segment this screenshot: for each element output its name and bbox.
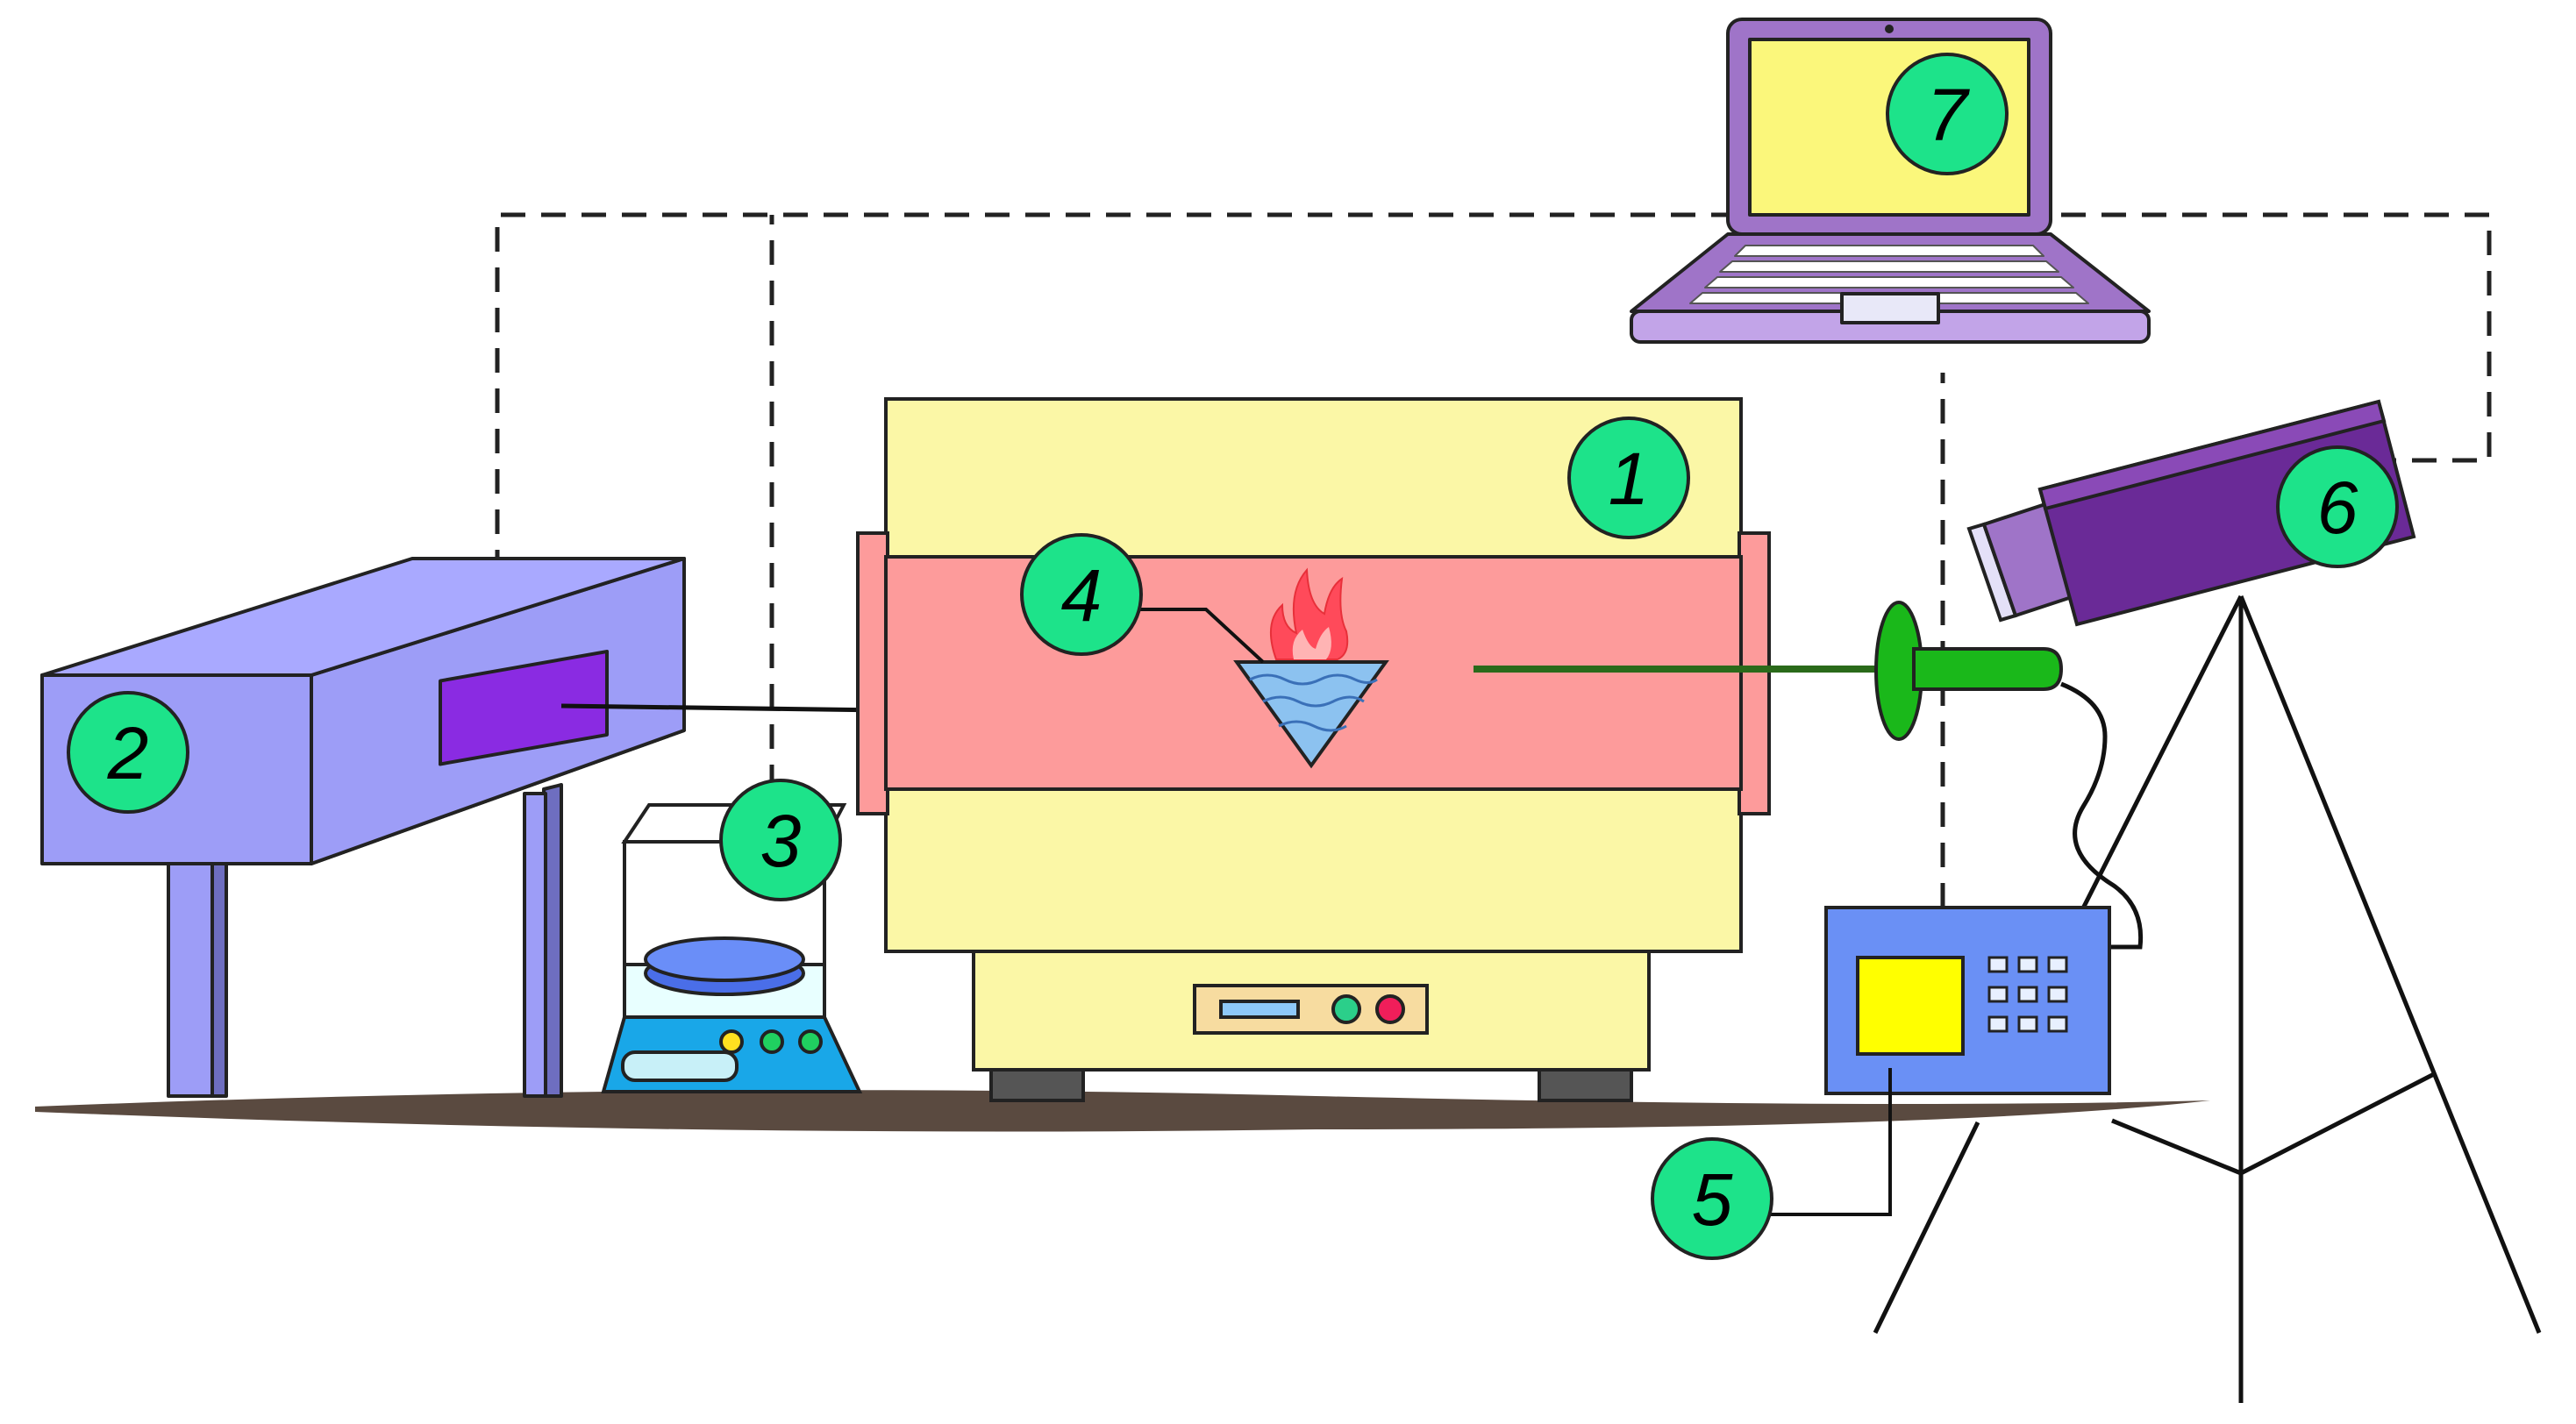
- spectrometer-leg-right: [523, 792, 547, 1098]
- tripod-leg-left-lower: [1873, 1121, 1980, 1335]
- spectrometer-leg-left: [167, 853, 214, 1098]
- badge-thermocouple-reader-label: 5: [1692, 1158, 1733, 1241]
- badge-laptop: 7: [1886, 53, 2009, 175]
- balance-pan: [644, 936, 805, 982]
- balance-button-green-1: [760, 1029, 784, 1054]
- thermocouple-cable: [2060, 681, 2144, 950]
- badge-furnace: 1: [1567, 417, 1690, 539]
- floor: [35, 1090, 2210, 1132]
- tripod-leg-right: [2238, 595, 2542, 1334]
- thermocouple-reader: [1824, 906, 2111, 1095]
- camera: [1966, 399, 2416, 627]
- badge-spectrometer-label: 2: [107, 712, 149, 794]
- furnace-lower-body: [884, 787, 1743, 953]
- badge-balance: 3: [719, 779, 842, 901]
- crucible-body: [1233, 660, 1389, 769]
- furnace-control-slot: [1219, 1000, 1300, 1019]
- badge-laptop-label: 7: [1927, 74, 1971, 156]
- furnace-button-red: [1375, 994, 1405, 1024]
- badge-spectrometer: 2: [67, 691, 189, 814]
- badge-balance-label: 3: [760, 800, 802, 882]
- laptop-keyboard: [1689, 245, 2089, 304]
- dashed-line-camera: [2061, 212, 2492, 463]
- camera-body-top: [2037, 399, 2387, 511]
- tube-flange-left: [856, 531, 889, 815]
- balance-button-green-2: [798, 1029, 823, 1054]
- badge-camera: 6: [2276, 445, 2399, 568]
- spectrometer-window: [439, 649, 609, 766]
- badge-camera-label: 6: [2317, 466, 2358, 549]
- crucible-liquid-wave-3: [1278, 720, 1347, 732]
- crucible-liquid-wave: [1249, 673, 1378, 686]
- balance: [601, 803, 863, 1093]
- furnace-button-green: [1331, 994, 1361, 1024]
- crucible-liquid-wave-2: [1262, 695, 1365, 708]
- thermocouple-handle: [1912, 647, 2064, 691]
- badge-crucible: 4: [1020, 533, 1143, 656]
- spectrometer-top-face: [40, 557, 686, 677]
- crucible-leader: [1140, 608, 1265, 664]
- spectrometer: [40, 557, 686, 1098]
- badge-furnace-label: 1: [1609, 438, 1650, 520]
- badge-thermocouple-reader: 5: [1651, 1137, 1773, 1260]
- crucible: [1233, 567, 1389, 769]
- balance-display: [621, 1050, 739, 1082]
- dashed-line-spectrometer: [495, 212, 1750, 574]
- reader-leader: [1765, 1068, 1892, 1216]
- laptop-webcam: [1885, 25, 1894, 33]
- tripod-brace-right: [2239, 1072, 2436, 1176]
- reader-keypad: [1987, 956, 2068, 1033]
- reader-screen: [1856, 956, 1965, 1056]
- flame-inner: [1292, 627, 1331, 659]
- dashed-connections: [495, 212, 2492, 908]
- laptop-touchpad: [1840, 292, 1940, 324]
- laptop: [1630, 18, 2151, 344]
- tripod-brace-left: [2111, 1118, 2242, 1176]
- tube-flange-right: [1738, 531, 1771, 815]
- thermocouple: [1474, 601, 2064, 741]
- badge-crucible-label: 4: [1061, 554, 1102, 637]
- balance-button-yellow: [719, 1029, 744, 1054]
